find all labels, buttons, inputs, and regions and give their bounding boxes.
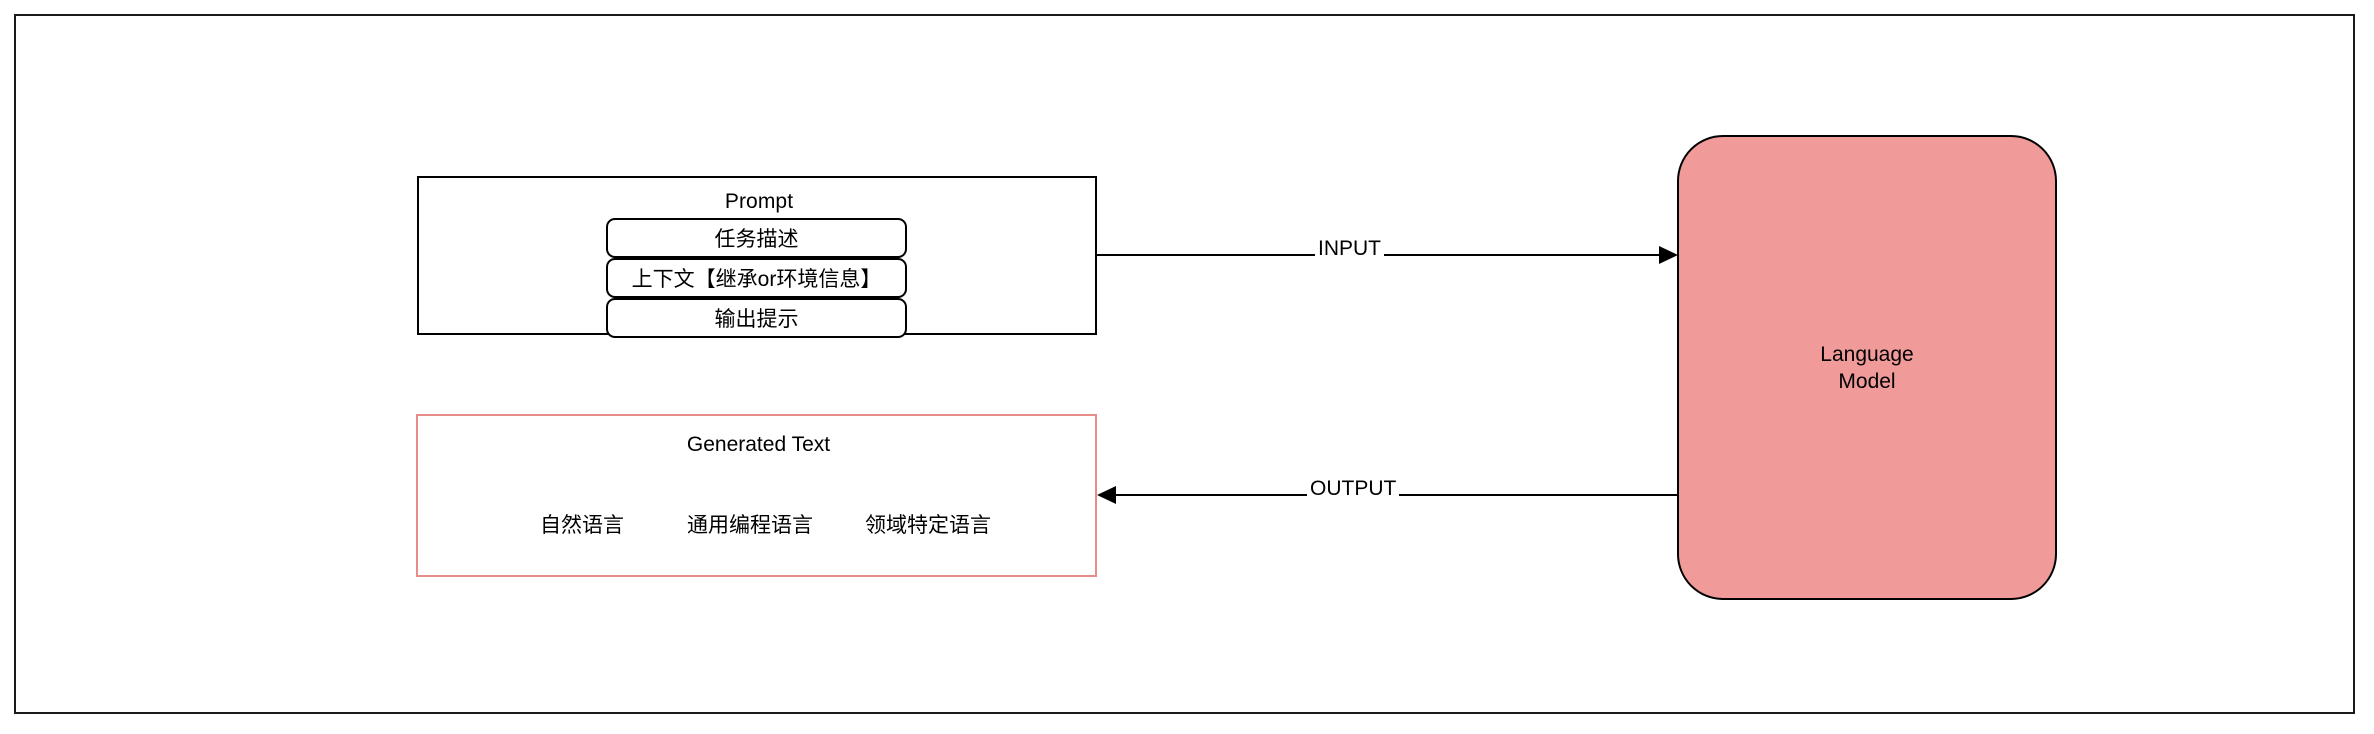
output-arrow-label: OUTPUT (1307, 478, 1400, 500)
generated-kind-domain-specific-language: 领域特定语言 (865, 514, 991, 537)
input-arrow-head-icon (1659, 246, 1678, 264)
language-model-box[interactable]: Language Model (1677, 135, 2057, 600)
language-model-label: Language Model (1820, 342, 1914, 393)
output-arrow-head-icon (1097, 486, 1116, 504)
input-arrow-label: INPUT (1315, 238, 1384, 260)
prompt-title: Prompt (724, 190, 794, 213)
generated-kind-natural-language: 自然语言 (540, 514, 624, 537)
prompt-part-context[interactable]: 上下文【继承or环境信息】 (606, 258, 907, 298)
prompt-part-output-hint[interactable]: 输出提示 (606, 298, 907, 338)
generated-text-kinds: 自然语言 通用编程语言 领域特定语言 (418, 509, 1099, 539)
prompt-part-task-description[interactable]: 任务描述 (606, 218, 907, 258)
generated-kind-general-programming-language: 通用编程语言 (687, 514, 813, 537)
generated-text-title: Generated Text (686, 433, 831, 456)
generated-text-box[interactable]: Generated Text 自然语言 通用编程语言 领域特定语言 (416, 414, 1097, 577)
